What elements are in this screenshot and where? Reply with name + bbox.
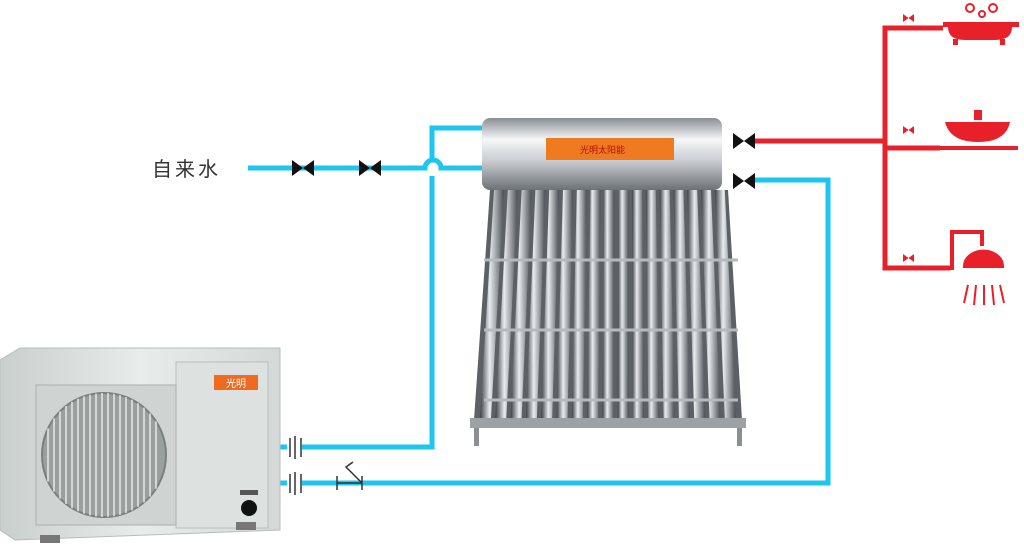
vacuum-tube	[673, 190, 690, 418]
tank-brand-logo	[546, 138, 674, 160]
heat-pump-supply-pipe	[302, 125, 485, 450]
bathtub-icon	[943, 3, 1019, 45]
valve-icon	[733, 133, 755, 149]
vacuum-tube	[556, 190, 573, 418]
valve-icon	[292, 160, 314, 176]
valve-icon	[903, 254, 914, 262]
small-valves	[903, 14, 914, 262]
solar-water-heater: 光明太阳能	[470, 118, 746, 446]
check-valve-icon	[336, 461, 363, 490]
vacuum-tube	[714, 190, 736, 418]
valves	[292, 133, 755, 189]
vacuum-tube	[541, 190, 560, 418]
valve-icon	[359, 160, 381, 176]
vacuum-tube	[687, 190, 706, 418]
vacuum-tube	[602, 190, 615, 418]
vacuum-tube	[659, 190, 675, 418]
svg-text:光明太阳能: 光明太阳能	[580, 144, 625, 156]
vacuum-tube	[525, 190, 546, 418]
vacuum-tube	[645, 190, 660, 418]
valve-icon	[903, 14, 914, 22]
vacuum-tube	[617, 190, 629, 418]
vacuum-tube	[571, 190, 587, 418]
tap-water-label: 自来水	[152, 157, 221, 181]
valve-icon	[733, 173, 755, 189]
vacuum-tube	[701, 190, 721, 418]
svg-text:光明: 光明	[226, 377, 246, 390]
valve-icon	[903, 126, 914, 134]
vacuum-tube	[510, 190, 532, 418]
vacuum-tube	[587, 190, 601, 418]
wash-basin-icon	[940, 110, 1018, 150]
heat-pump-brand-logo	[214, 375, 258, 390]
shower-icon	[950, 230, 1005, 306]
vacuum-tube	[495, 190, 518, 418]
heat-pump-unit: 光明	[0, 347, 281, 543]
pipe-fittings	[289, 436, 363, 495]
hot-water-pipes	[755, 25, 950, 271]
vacuum-tube	[632, 190, 644, 418]
tap-water-inlet-pipe	[248, 157, 485, 171]
vacuum-tube	[480, 190, 504, 418]
